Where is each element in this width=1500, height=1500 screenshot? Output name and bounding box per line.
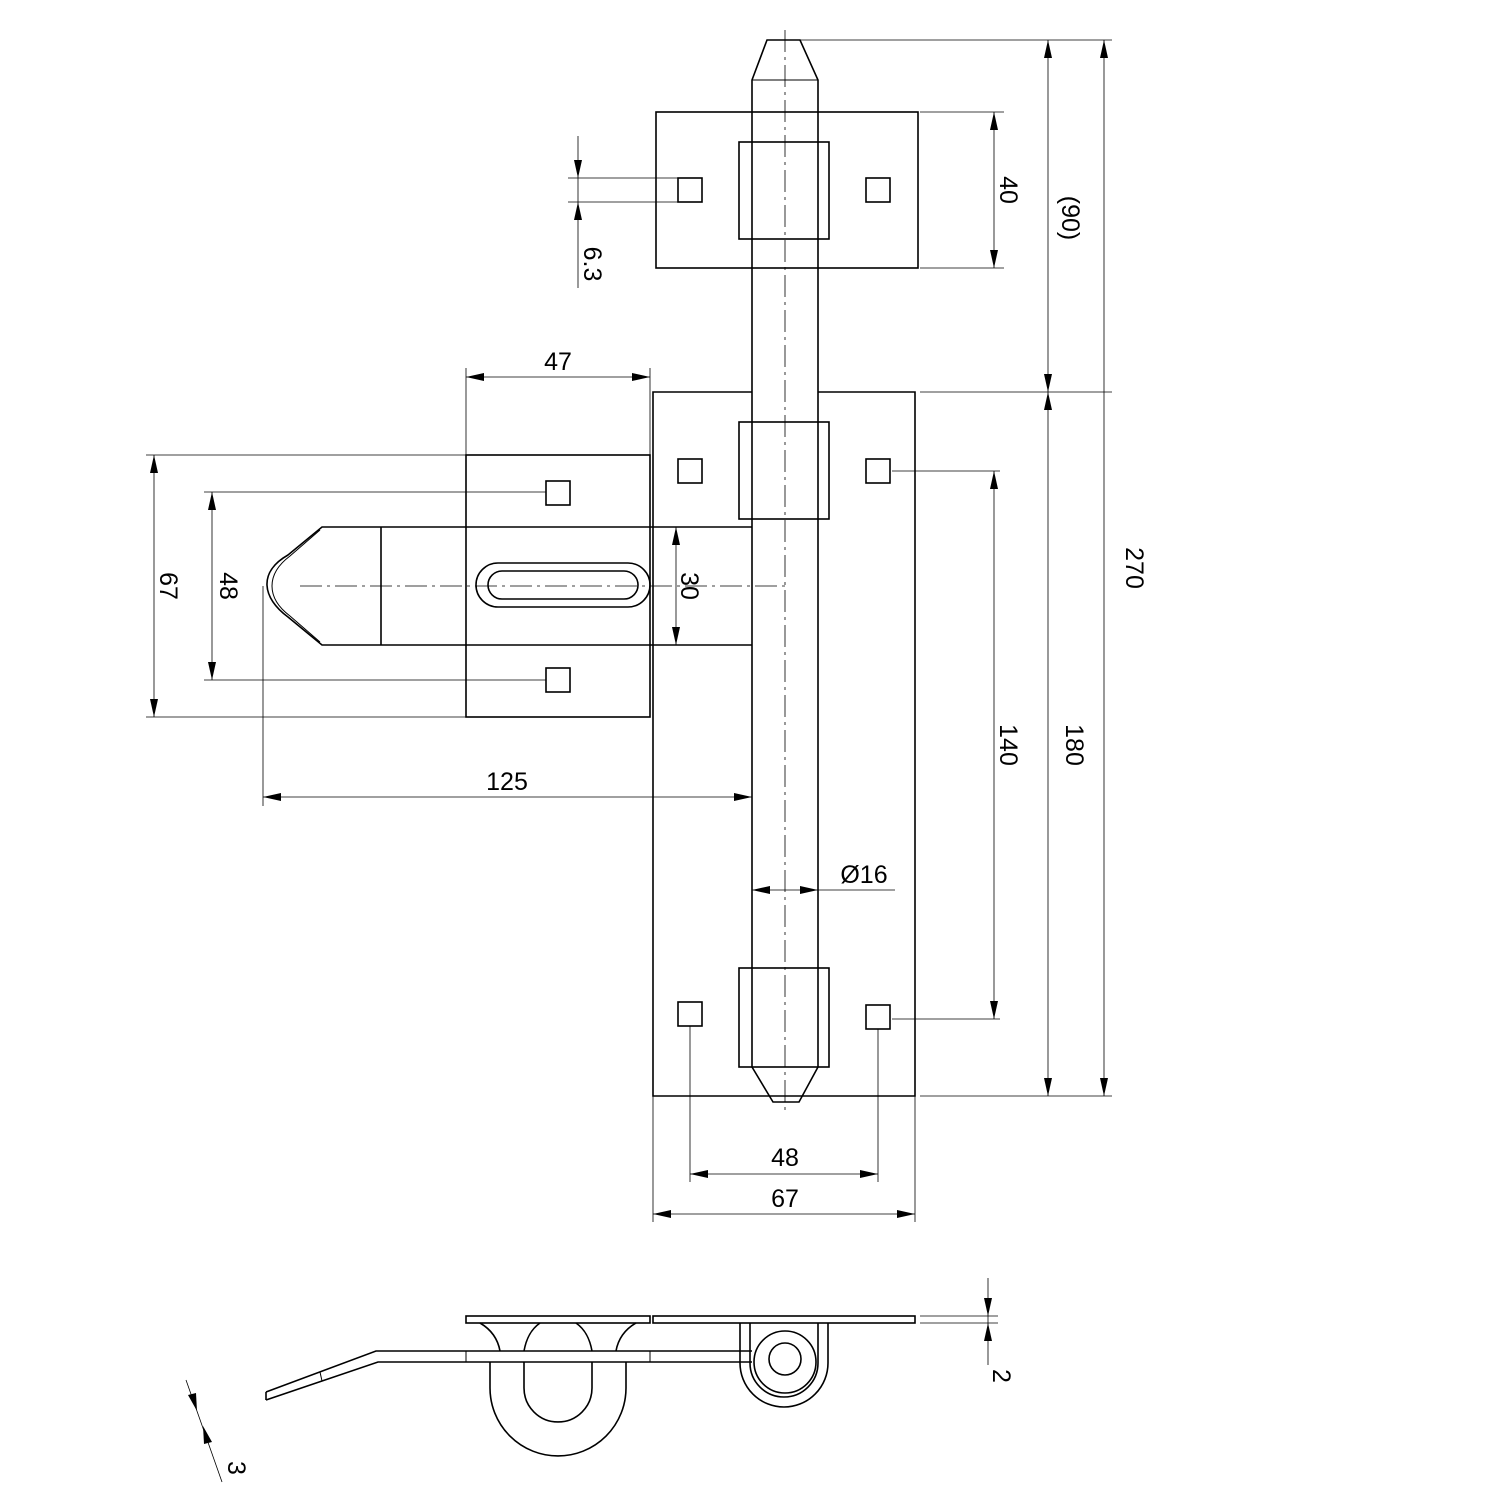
- dim-hasp-length: 125: [486, 768, 528, 796]
- dim-base-plate-width: 67: [771, 1185, 799, 1213]
- dim-plate-thickness: 2: [987, 1369, 1015, 1383]
- dim-slot-width: 30: [675, 572, 703, 600]
- dim-staple-offset: (90): [1056, 196, 1084, 240]
- dim-total-length: 270: [1120, 547, 1148, 589]
- dim-hasp-plate-width: 47: [544, 348, 572, 376]
- dim-hasp-hole-spacing: 48: [214, 572, 242, 600]
- hasp-arm: [266, 526, 790, 646]
- base-plate: [652, 391, 916, 1097]
- dim-base-plate-length: 180: [1060, 724, 1088, 766]
- dim-bolt-diameter: Ø16: [840, 861, 887, 889]
- keeper-plate: [655, 111, 919, 269]
- extension-lines: [146, 39, 1112, 1324]
- side-view: [265, 1315, 916, 1457]
- dimension-lines: [150, 40, 1108, 1483]
- dim-hole-size: 6.3: [578, 247, 606, 282]
- dim-hole-spacing-long: 140: [994, 724, 1022, 766]
- dim-keeper-plate-height: 40: [994, 176, 1022, 204]
- dim-hasp-plate-height: 67: [154, 572, 182, 600]
- dimension-labels: 270 (90) 180 140 40 6.3 47 67 48 30 125 …: [154, 176, 1148, 1475]
- dim-hasp-thickness: 3: [222, 1461, 250, 1475]
- sliding-bolt: [751, 30, 819, 1110]
- dim-base-hole-spacing: 48: [771, 1144, 799, 1172]
